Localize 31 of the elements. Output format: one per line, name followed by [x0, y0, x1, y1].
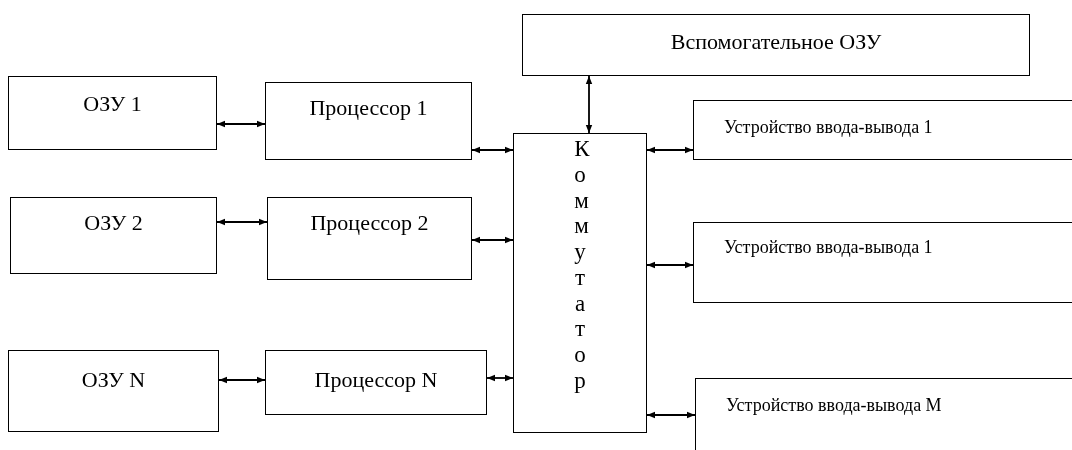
block-label: ОЗУ 1	[83, 91, 142, 118]
block-box	[10, 197, 217, 274]
double-arrow	[486, 374, 514, 382]
block-box	[522, 14, 1030, 76]
block-label: Процессор N	[314, 367, 438, 394]
block-label: Вспомогательное ОЗУ	[670, 29, 882, 56]
block-box	[693, 100, 1072, 160]
block-label: Процессор 2	[310, 210, 429, 237]
double-arrow	[646, 146, 694, 154]
block-label: Устройство ввода-вывода 1	[724, 117, 933, 139]
double-arrow	[216, 218, 268, 226]
block-box	[265, 82, 472, 160]
block-label: Процессор 1	[309, 95, 428, 122]
double-arrow	[471, 146, 514, 154]
block-box	[513, 133, 647, 433]
block-label: ОЗУ 2	[84, 210, 143, 237]
double-arrow	[216, 120, 266, 128]
double-arrow	[585, 75, 593, 134]
double-arrow	[218, 376, 266, 384]
double-arrow	[646, 261, 694, 269]
block-box	[693, 222, 1072, 303]
block-box	[267, 197, 472, 280]
block-box	[8, 76, 217, 150]
block-label: Устройство ввода-вывода 1	[724, 237, 933, 259]
block-box	[265, 350, 487, 415]
double-arrow	[471, 236, 514, 244]
block-box	[8, 350, 219, 432]
block-label: Устройство ввода-вывода M	[726, 395, 942, 417]
block-box	[695, 378, 1072, 450]
block-label: ОЗУ N	[81, 367, 146, 394]
double-arrow	[646, 411, 696, 419]
